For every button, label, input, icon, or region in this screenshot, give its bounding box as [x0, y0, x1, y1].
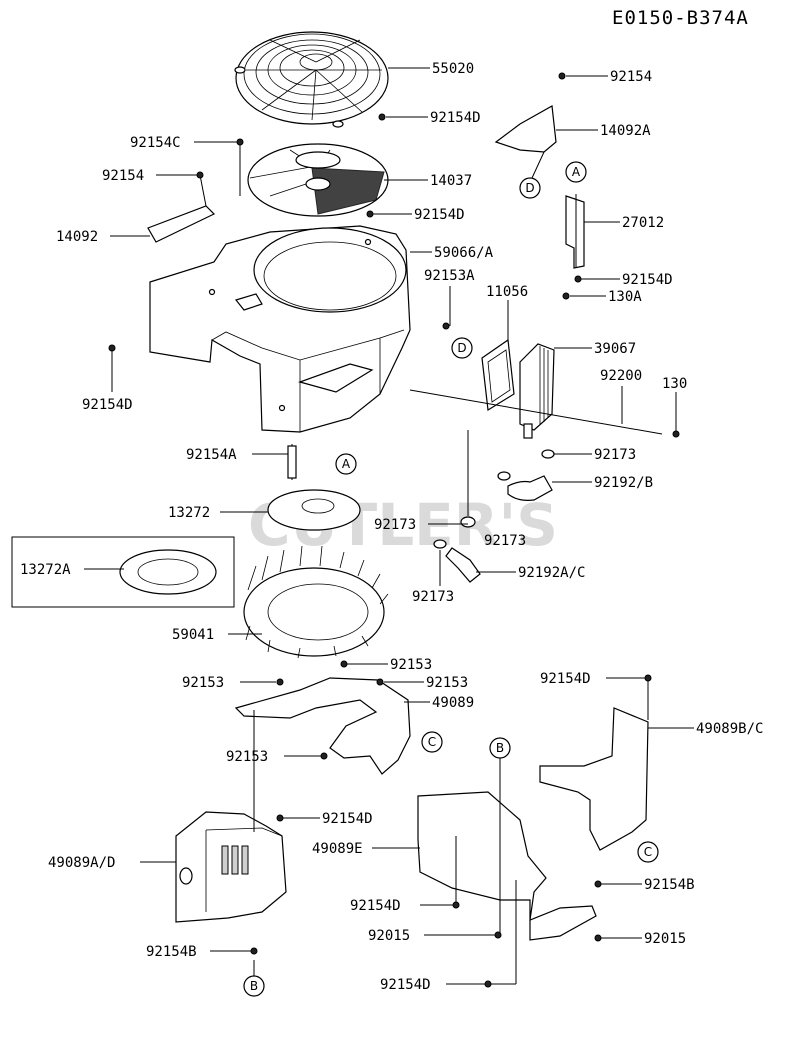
svg-text:C: C: [644, 845, 652, 859]
svg-text:B: B: [250, 979, 258, 993]
part-label: 14037: [430, 173, 472, 189]
part-label: 92154D: [430, 110, 481, 126]
part-label: 92154D: [540, 671, 591, 687]
fasteners: [108, 72, 680, 988]
part-label: 39067: [594, 341, 636, 357]
part-label: 92153A: [424, 268, 475, 284]
hose-92192b: [507, 475, 553, 501]
callout-b: B: [243, 975, 265, 997]
part-label: 130: [662, 376, 687, 392]
hose-92192ac: [445, 547, 481, 583]
part-label: 92154D: [82, 397, 133, 413]
svg-text:C: C: [428, 735, 436, 749]
inset-13272a: [11, 536, 235, 608]
part-label: 49089B/C: [696, 721, 763, 737]
part-label: 92154D: [622, 272, 673, 288]
part-label: 14092: [56, 229, 98, 245]
part-label: 13272A: [20, 562, 71, 578]
part-label: 92173: [484, 533, 526, 549]
gasket-11056: [481, 338, 515, 412]
part-label: 92154C: [130, 135, 181, 151]
part-label: 92192A/C: [518, 565, 585, 581]
part-label: 92154: [610, 69, 652, 85]
part-label: 92154D: [322, 811, 373, 827]
baffle-49089: [234, 677, 411, 775]
svg-text:D: D: [457, 341, 466, 355]
diagram-code: E0150-B374A: [612, 7, 749, 29]
screen-grille: [234, 31, 389, 128]
svg-text:B: B: [496, 741, 504, 755]
leader-lines: [84, 67, 694, 985]
part-label: 13272: [168, 505, 210, 521]
part-label: 92153: [426, 675, 468, 691]
part-label: 92173: [594, 447, 636, 463]
cover-14092a: [494, 105, 557, 153]
part-label: 27012: [622, 215, 664, 231]
callout-a: A: [565, 161, 587, 183]
callout-b: B: [489, 737, 511, 759]
bracket-27012: [565, 195, 585, 269]
part-label: 92154B: [146, 944, 197, 960]
part-label: 92153: [182, 675, 224, 691]
part-label: 92200: [600, 368, 642, 384]
part-label: 92173: [374, 517, 416, 533]
screen-plate: [247, 143, 389, 217]
part-label: 92154B: [644, 877, 695, 893]
duct-plate-14092: [147, 205, 216, 243]
callout-c: C: [637, 841, 659, 863]
part-label: 92154D: [350, 898, 401, 914]
part-label: 49089A/D: [48, 855, 115, 871]
part-label: 130A: [608, 289, 642, 305]
part-label: 92154D: [380, 977, 431, 993]
svg-text:A: A: [342, 457, 351, 471]
part-label: 92154A: [186, 447, 237, 463]
svg-text:A: A: [572, 165, 581, 179]
part-label: 92153: [390, 657, 432, 673]
part-label: 92154: [102, 168, 144, 184]
part-label: 92015: [644, 931, 686, 947]
part-label: 11056: [486, 284, 528, 300]
callout-d: D: [451, 337, 473, 359]
baffle-49089e: [417, 791, 597, 941]
flywheel-fan: [243, 545, 389, 659]
callouts: D A D A C B C B: [243, 161, 659, 997]
baffle-49089bc: [539, 707, 649, 851]
part-label: 49089E: [312, 841, 363, 857]
clamp-icon: [460, 516, 476, 528]
fan-housing: [149, 225, 411, 433]
part-label: 49089: [432, 695, 474, 711]
part-label: 92153: [226, 749, 268, 765]
plate-13272: [267, 489, 361, 531]
callout-d: D: [519, 177, 541, 199]
part-label: 14092A: [600, 123, 651, 139]
part-label: 59041: [172, 627, 214, 643]
part-label: 92173: [412, 589, 454, 605]
shroud-49089ad: [175, 811, 287, 923]
callout-c: C: [421, 731, 443, 753]
clamp-icon: [497, 471, 511, 481]
part-labels: 55020 92154D 92154C 14037 92154 92154D 1…: [20, 61, 763, 993]
callout-a: A: [335, 453, 357, 475]
part-label: 59066/A: [434, 245, 494, 261]
part-label: 92015: [368, 928, 410, 944]
part-label: 55020: [432, 61, 474, 77]
oil-cooler: [519, 343, 555, 439]
clamp-icon: [433, 539, 447, 549]
svg-text:D: D: [525, 181, 534, 195]
part-label: 92192/B: [594, 475, 653, 491]
clamp-icon: [541, 449, 555, 459]
part-label: 92154D: [414, 207, 465, 223]
